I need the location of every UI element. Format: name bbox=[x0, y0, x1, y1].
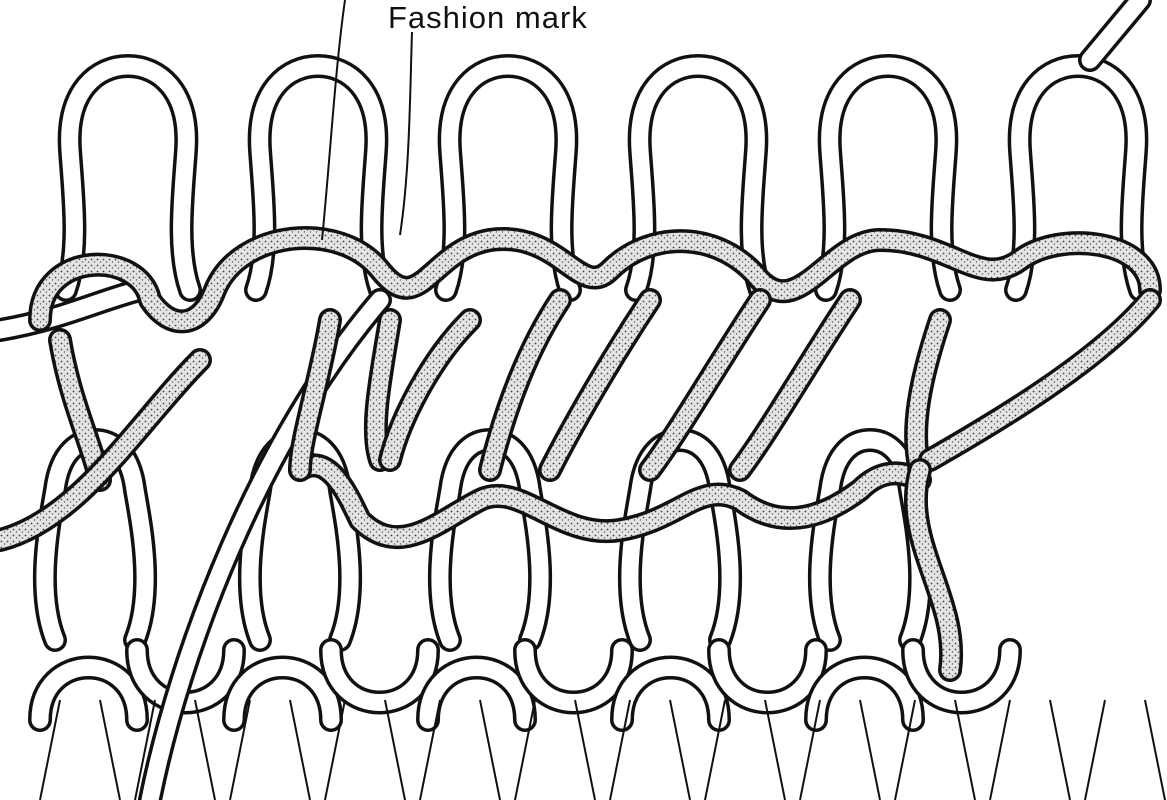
leg-line bbox=[990, 700, 1070, 800]
bottom-course-loop bbox=[331, 650, 428, 703]
bottom-course-loop bbox=[622, 668, 719, 721]
float-yarn bbox=[930, 300, 1150, 460]
fashion-mark-label: Fashion mark bbox=[388, 0, 588, 35]
tail-yarn bbox=[1090, 0, 1140, 60]
float-yarn bbox=[550, 300, 650, 470]
leg-line bbox=[1085, 700, 1165, 800]
leader-line-2 bbox=[400, 32, 412, 235]
bottom-course-loop bbox=[428, 668, 525, 721]
bottom-course-loop bbox=[40, 668, 137, 721]
bottom-course-loop bbox=[525, 650, 622, 703]
float-yarn bbox=[390, 320, 470, 460]
float-yarn bbox=[490, 300, 560, 470]
bottom-course-loop bbox=[719, 650, 816, 703]
leader-line-1 bbox=[322, 0, 345, 240]
bottom-course-loop bbox=[816, 668, 913, 721]
fashioned-course bbox=[40, 238, 1150, 321]
speckled-yarn-group bbox=[0, 238, 1150, 670]
